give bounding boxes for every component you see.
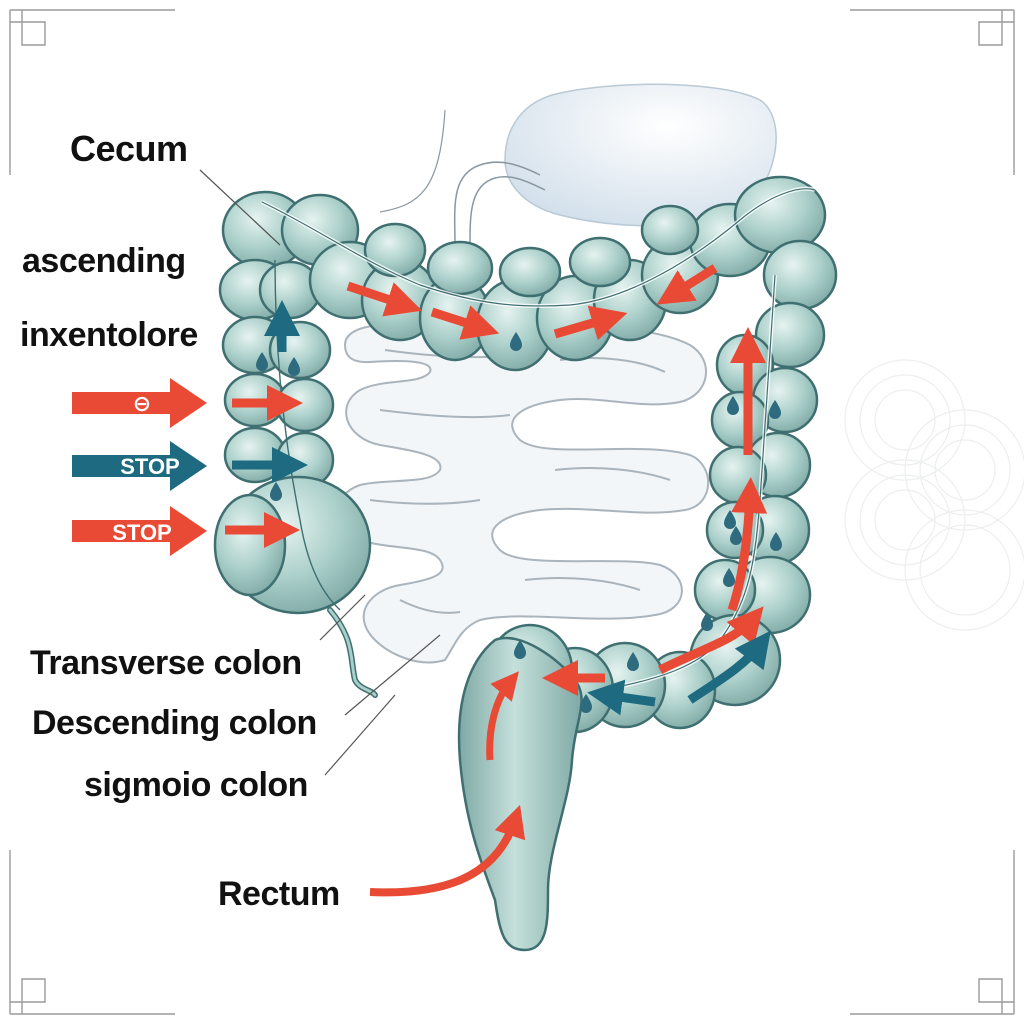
leader-lines — [199, 169, 441, 776]
water-droplets — [256, 332, 782, 713]
background-wave-pattern — [844, 359, 1024, 631]
transverse-colon — [280, 175, 827, 372]
label-transverse-colon: Transverse colon — [30, 644, 302, 682]
legend-arrow-1-text: ⊖ — [133, 391, 151, 416]
esophagus-line — [453, 161, 541, 246]
label-cecum: Cecum — [70, 128, 188, 169]
legend-arrow-3: STOP — [72, 506, 207, 556]
legend-arrow-3-text: STOP — [112, 520, 172, 545]
legend-arrow-2-text: STOP — [120, 454, 180, 479]
legend-arrow-1: ⊖ — [72, 378, 207, 428]
label-descending-colon: Descending colon — [32, 704, 317, 742]
legend-arrow-2: STOP — [72, 441, 207, 491]
rectum — [457, 636, 583, 952]
label-rectum: Rectum — [218, 875, 340, 913]
label-inxentolore: inxentolore — [20, 316, 198, 354]
label-ascending: ascending — [22, 242, 186, 280]
flow-arrows — [225, 264, 771, 897]
small-intestine — [336, 324, 710, 664]
corner-ornaments — [9, 9, 1015, 1015]
label-sigmoid-colon: sigmoio colon — [84, 766, 308, 804]
